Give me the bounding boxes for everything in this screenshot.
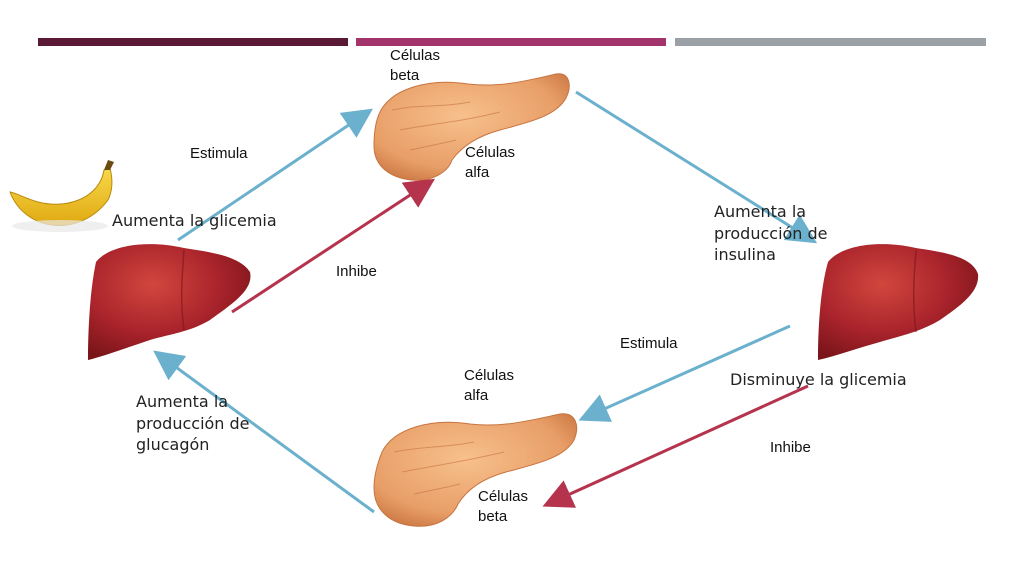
bottom-pancreas-beta-label: Células beta [478, 488, 529, 526]
stimulate-arrow [575, 90, 818, 244]
stimulate-right-label: Estimula [620, 335, 678, 352]
stimulate-left-label: Estimula [190, 145, 248, 162]
raise-glycemia-label: Aumenta la glicemia [112, 211, 277, 230]
raise-insulin-label: Aumenta la producción de insulina [714, 202, 828, 265]
top-bar-magenta [356, 38, 666, 46]
bottom-pancreas-alfa-label: Células alfa [464, 367, 515, 405]
inhibit-left-label: Inhibe [336, 263, 377, 280]
top-bar-dark [38, 38, 348, 46]
raise-glucagon-label: Aumenta la producción de glucagón [136, 392, 250, 455]
liver-icon [88, 244, 251, 360]
pancreas-icon [373, 413, 578, 527]
stimulate-arrow [578, 324, 791, 422]
top-pancreas-alfa-label: Células alfa [465, 144, 516, 182]
liver-icon [818, 244, 979, 360]
inhibit-arrow [231, 178, 436, 314]
banana-icon [9, 160, 114, 232]
inhibit-right-label: Inhibe [770, 439, 811, 456]
stimulate-arrow [153, 350, 375, 514]
top-bar-gray [675, 38, 986, 46]
stimulate-arrow [177, 108, 373, 242]
pancreas-icon [373, 73, 570, 181]
top-pancreas-beta-label: Células beta [390, 47, 441, 85]
inhibit-arrow [542, 384, 809, 508]
lower-glycemia-label: Disminuye la glicemia [730, 370, 907, 389]
